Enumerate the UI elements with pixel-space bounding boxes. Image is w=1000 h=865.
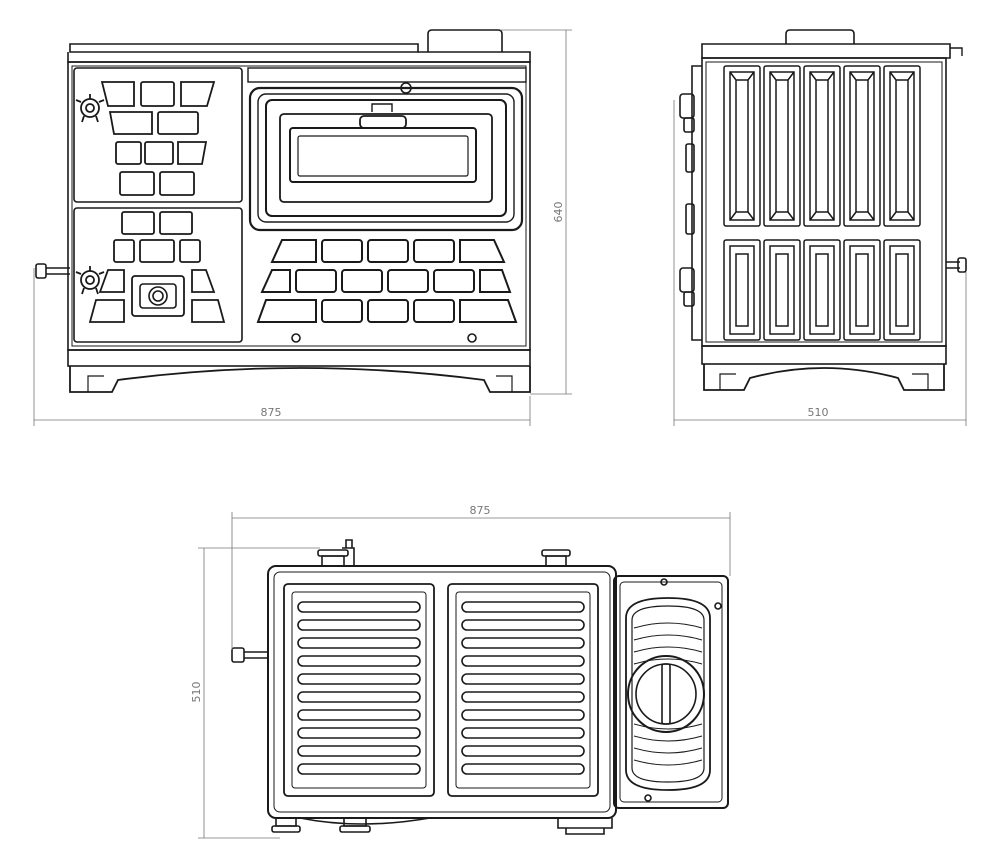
front-feet (69, 366, 531, 393)
front-height-label: 640 (552, 202, 565, 223)
top-width-dimension-line (231, 512, 731, 650)
flue-opening (627, 655, 705, 733)
dimensions (33, 29, 967, 839)
side-plinth (701, 345, 947, 365)
side-handles (679, 65, 702, 341)
flue-collar (625, 597, 711, 791)
top-depth-label: 510 (190, 682, 203, 703)
top-view-rod (231, 647, 268, 663)
side-width-dimension-line (673, 100, 967, 426)
side-width-label: 510 (808, 406, 829, 419)
top-view-handles (271, 539, 613, 835)
front-height-dimension-line (500, 29, 572, 395)
front-upper-left-door (73, 67, 243, 203)
front-width-dimension-line (33, 268, 531, 426)
front-top-plate (69, 43, 419, 53)
lower-door-handle (75, 266, 105, 295)
oven-handle (359, 115, 407, 129)
side-chimney-collar (785, 29, 855, 44)
hotplate-left (283, 583, 435, 797)
side-body (701, 57, 947, 347)
front-width-label: 875 (261, 406, 282, 419)
oven-door-inner (279, 113, 493, 203)
front-view (35, 29, 531, 393)
lower-left-brick-pattern (88, 211, 226, 323)
front-chimney-collar (427, 29, 503, 52)
side-lower-panels (723, 239, 921, 341)
air-control-box (131, 275, 185, 317)
hotplate-right (447, 583, 599, 797)
front-top-plate-right (67, 51, 531, 63)
flue-box (613, 575, 729, 809)
upper-left-brick-pattern (100, 81, 216, 196)
hotplate-ribs (297, 601, 585, 775)
top-depth-dimension-line (198, 547, 320, 839)
side-top-plate (701, 43, 951, 59)
top-width-label: 875 (470, 504, 491, 517)
top-view (231, 539, 729, 835)
side-view (679, 29, 967, 391)
oven-top-band (247, 67, 527, 83)
side-upper-panels (723, 65, 921, 227)
oven-base-brick-pattern (256, 239, 518, 323)
front-plinth (67, 349, 531, 367)
side-feet (703, 364, 945, 391)
front-side-rod (35, 263, 70, 279)
upper-door-handle (75, 94, 105, 123)
oven-door-outer (248, 86, 524, 232)
top-body (267, 565, 617, 819)
front-lower-left-door (73, 207, 243, 343)
flue-collar-rings (633, 622, 703, 766)
side-rod (946, 257, 967, 273)
